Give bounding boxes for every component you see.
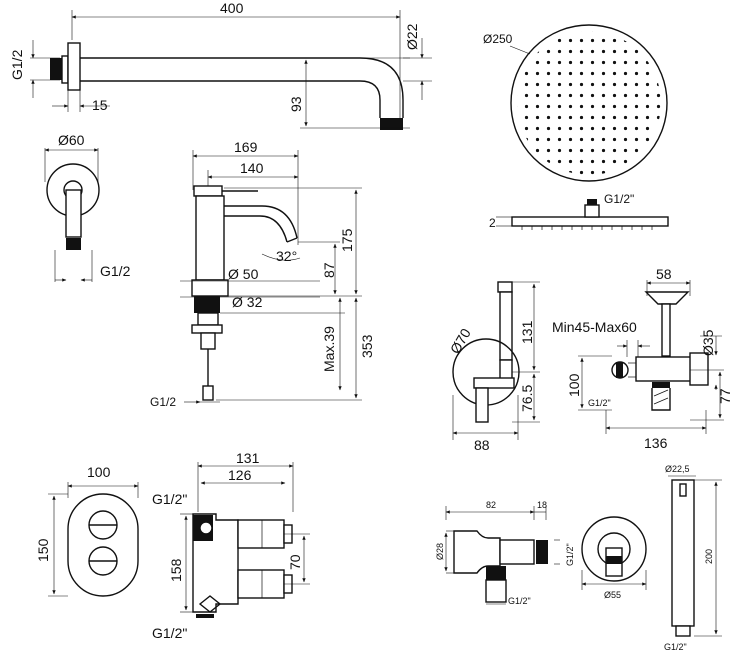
mixer-spout <box>224 205 298 239</box>
mixer-reach-label: 169 <box>234 139 258 155</box>
diverter-height-label: 131 <box>519 320 535 344</box>
bidet-spray-head <box>644 291 690 305</box>
valve-tail-label: 18 <box>537 500 547 510</box>
mixer-lever <box>193 185 223 197</box>
angle-valve-view: 82 18 Ø28 G1/2" G1/2" <box>435 500 575 606</box>
mixer-max-deck-label: Max.39 <box>321 326 337 372</box>
box-outer-label: 131 <box>236 450 260 466</box>
bidet-thread-label: G1/2" <box>588 398 611 408</box>
diverter-stem <box>475 387 489 423</box>
hand-shower-spray <box>679 483 687 497</box>
valve-bottom-thread-label: G1/2" <box>508 596 531 606</box>
hand-shower-body <box>671 479 695 627</box>
bidet-height-label: 100 <box>566 373 582 397</box>
box-inlet-top-label: G1/2" <box>152 491 187 507</box>
concealed-box-view: 131 126 G1/2" 158 70 G1/2" <box>152 450 310 641</box>
diverter-diameter-label: Ø70 <box>447 325 474 356</box>
arm-drop-label: 93 <box>288 96 304 112</box>
valve-length-label: 82 <box>486 500 496 510</box>
cover-plate-view: 100 150 <box>35 464 139 597</box>
mixer-total-height-label: 353 <box>359 334 375 358</box>
mixer-inlet-label: G1/2 <box>150 395 176 409</box>
diverter-width-label: 88 <box>474 437 490 453</box>
box-inner-label: 126 <box>228 467 252 483</box>
box-depth-label: 70 <box>287 554 303 570</box>
shower-head-top-view: Ø250 <box>483 24 668 182</box>
mixer-inlet-nut <box>202 385 214 401</box>
diverter-view: 88 Ø70 131 76.5 <box>447 281 540 453</box>
box-top-cartridge <box>237 519 285 549</box>
cover-plate <box>67 493 139 597</box>
mixer-spout-height-label: 87 <box>321 262 337 278</box>
head-thickness-label: 2 <box>489 216 496 230</box>
bidet-valve-body <box>635 356 695 382</box>
box-inlet-bottom-label: G1/2" <box>152 625 187 641</box>
valve-diameter-label: Ø28 <box>435 543 445 560</box>
mixer-body <box>195 195 225 281</box>
diverter-top <box>497 281 513 293</box>
flange-view: Ø60 G1/2 <box>44 132 131 282</box>
head-connector <box>584 204 600 218</box>
mixer-body-height-label: 175 <box>339 228 355 252</box>
plate-width-label: 100 <box>87 464 111 480</box>
arm-bend <box>359 57 404 118</box>
bidet-wall-part <box>651 388 671 411</box>
hand-thread-label: G1/2" <box>664 642 687 652</box>
shower-arm-view: 400 G1/2 15 Ø22 93 <box>9 0 432 130</box>
bidet-wall-range-label: Min45-Max60 <box>552 319 637 335</box>
arm-thread-label: G1/2 <box>9 49 25 80</box>
flange-thread-label: G1/2 <box>100 263 131 279</box>
head-diameter-label: Ø250 <box>483 32 513 46</box>
diverter-center-label: 76.5 <box>519 385 535 412</box>
bidet-diameter-label: Ø35 <box>700 329 716 356</box>
box-height-label: 158 <box>168 558 184 582</box>
hand-shower-view: Ø22,5 200 G1/2" <box>664 464 722 652</box>
valve-outlet-thread <box>536 540 548 564</box>
bidet-depth-label: 77 <box>717 388 733 404</box>
shower-head-outline <box>510 24 668 182</box>
flange-pipe <box>65 189 82 238</box>
flange-diameter-label: Ø60 <box>58 132 85 148</box>
bidet-spray-handle <box>661 303 671 357</box>
mixer-base-diameter-label: Ø 32 <box>232 294 263 310</box>
arm-length-label: 400 <box>220 0 244 16</box>
valve-side-thread-label: G1/2" <box>565 543 575 566</box>
bidet-width-label: 136 <box>644 435 668 451</box>
shower-head-side-view: G1/2" 2 <box>489 192 669 230</box>
arm-wall-flange <box>67 42 81 91</box>
bidet-valve-view: 58 Min45-Max60 Ø35 100 G1/2" 77 136 <box>552 266 733 451</box>
wall-outlet-view: Ø55 <box>581 516 647 600</box>
arm-thread-stub <box>50 58 62 80</box>
mixer-angle-label: 32° <box>276 248 297 264</box>
arm-flange-depth-label: 15 <box>92 97 108 113</box>
hand-diameter-label: Ø22,5 <box>665 464 690 474</box>
flange-thread <box>66 238 81 250</box>
box-body <box>192 513 239 613</box>
mixer-view: 169 140 32° 87 175 Ø 50 Ø 32 G1/2 <box>150 139 375 409</box>
valve-inlet <box>485 579 507 603</box>
arm-diameter-label: Ø22 <box>404 23 420 50</box>
arm-outlet-thread <box>380 118 403 130</box>
shower-head-nozzles <box>517 31 661 175</box>
mixer-deck-fixing <box>194 296 220 313</box>
hand-length-label: 200 <box>704 549 714 564</box>
box-bottom-cartridge <box>237 569 285 599</box>
head-profile <box>511 216 669 227</box>
outlet-diameter-label: Ø55 <box>604 590 621 600</box>
outlet-rosette <box>581 516 647 582</box>
plate-height-label: 150 <box>35 538 51 562</box>
mixer-body-diameter-label: Ø 50 <box>228 266 259 282</box>
bidet-spray-width-label: 58 <box>656 266 672 282</box>
head-thread-label: G1/2" <box>604 192 634 206</box>
mixer-base <box>191 279 229 297</box>
mixer-spout-label: 140 <box>240 160 264 176</box>
